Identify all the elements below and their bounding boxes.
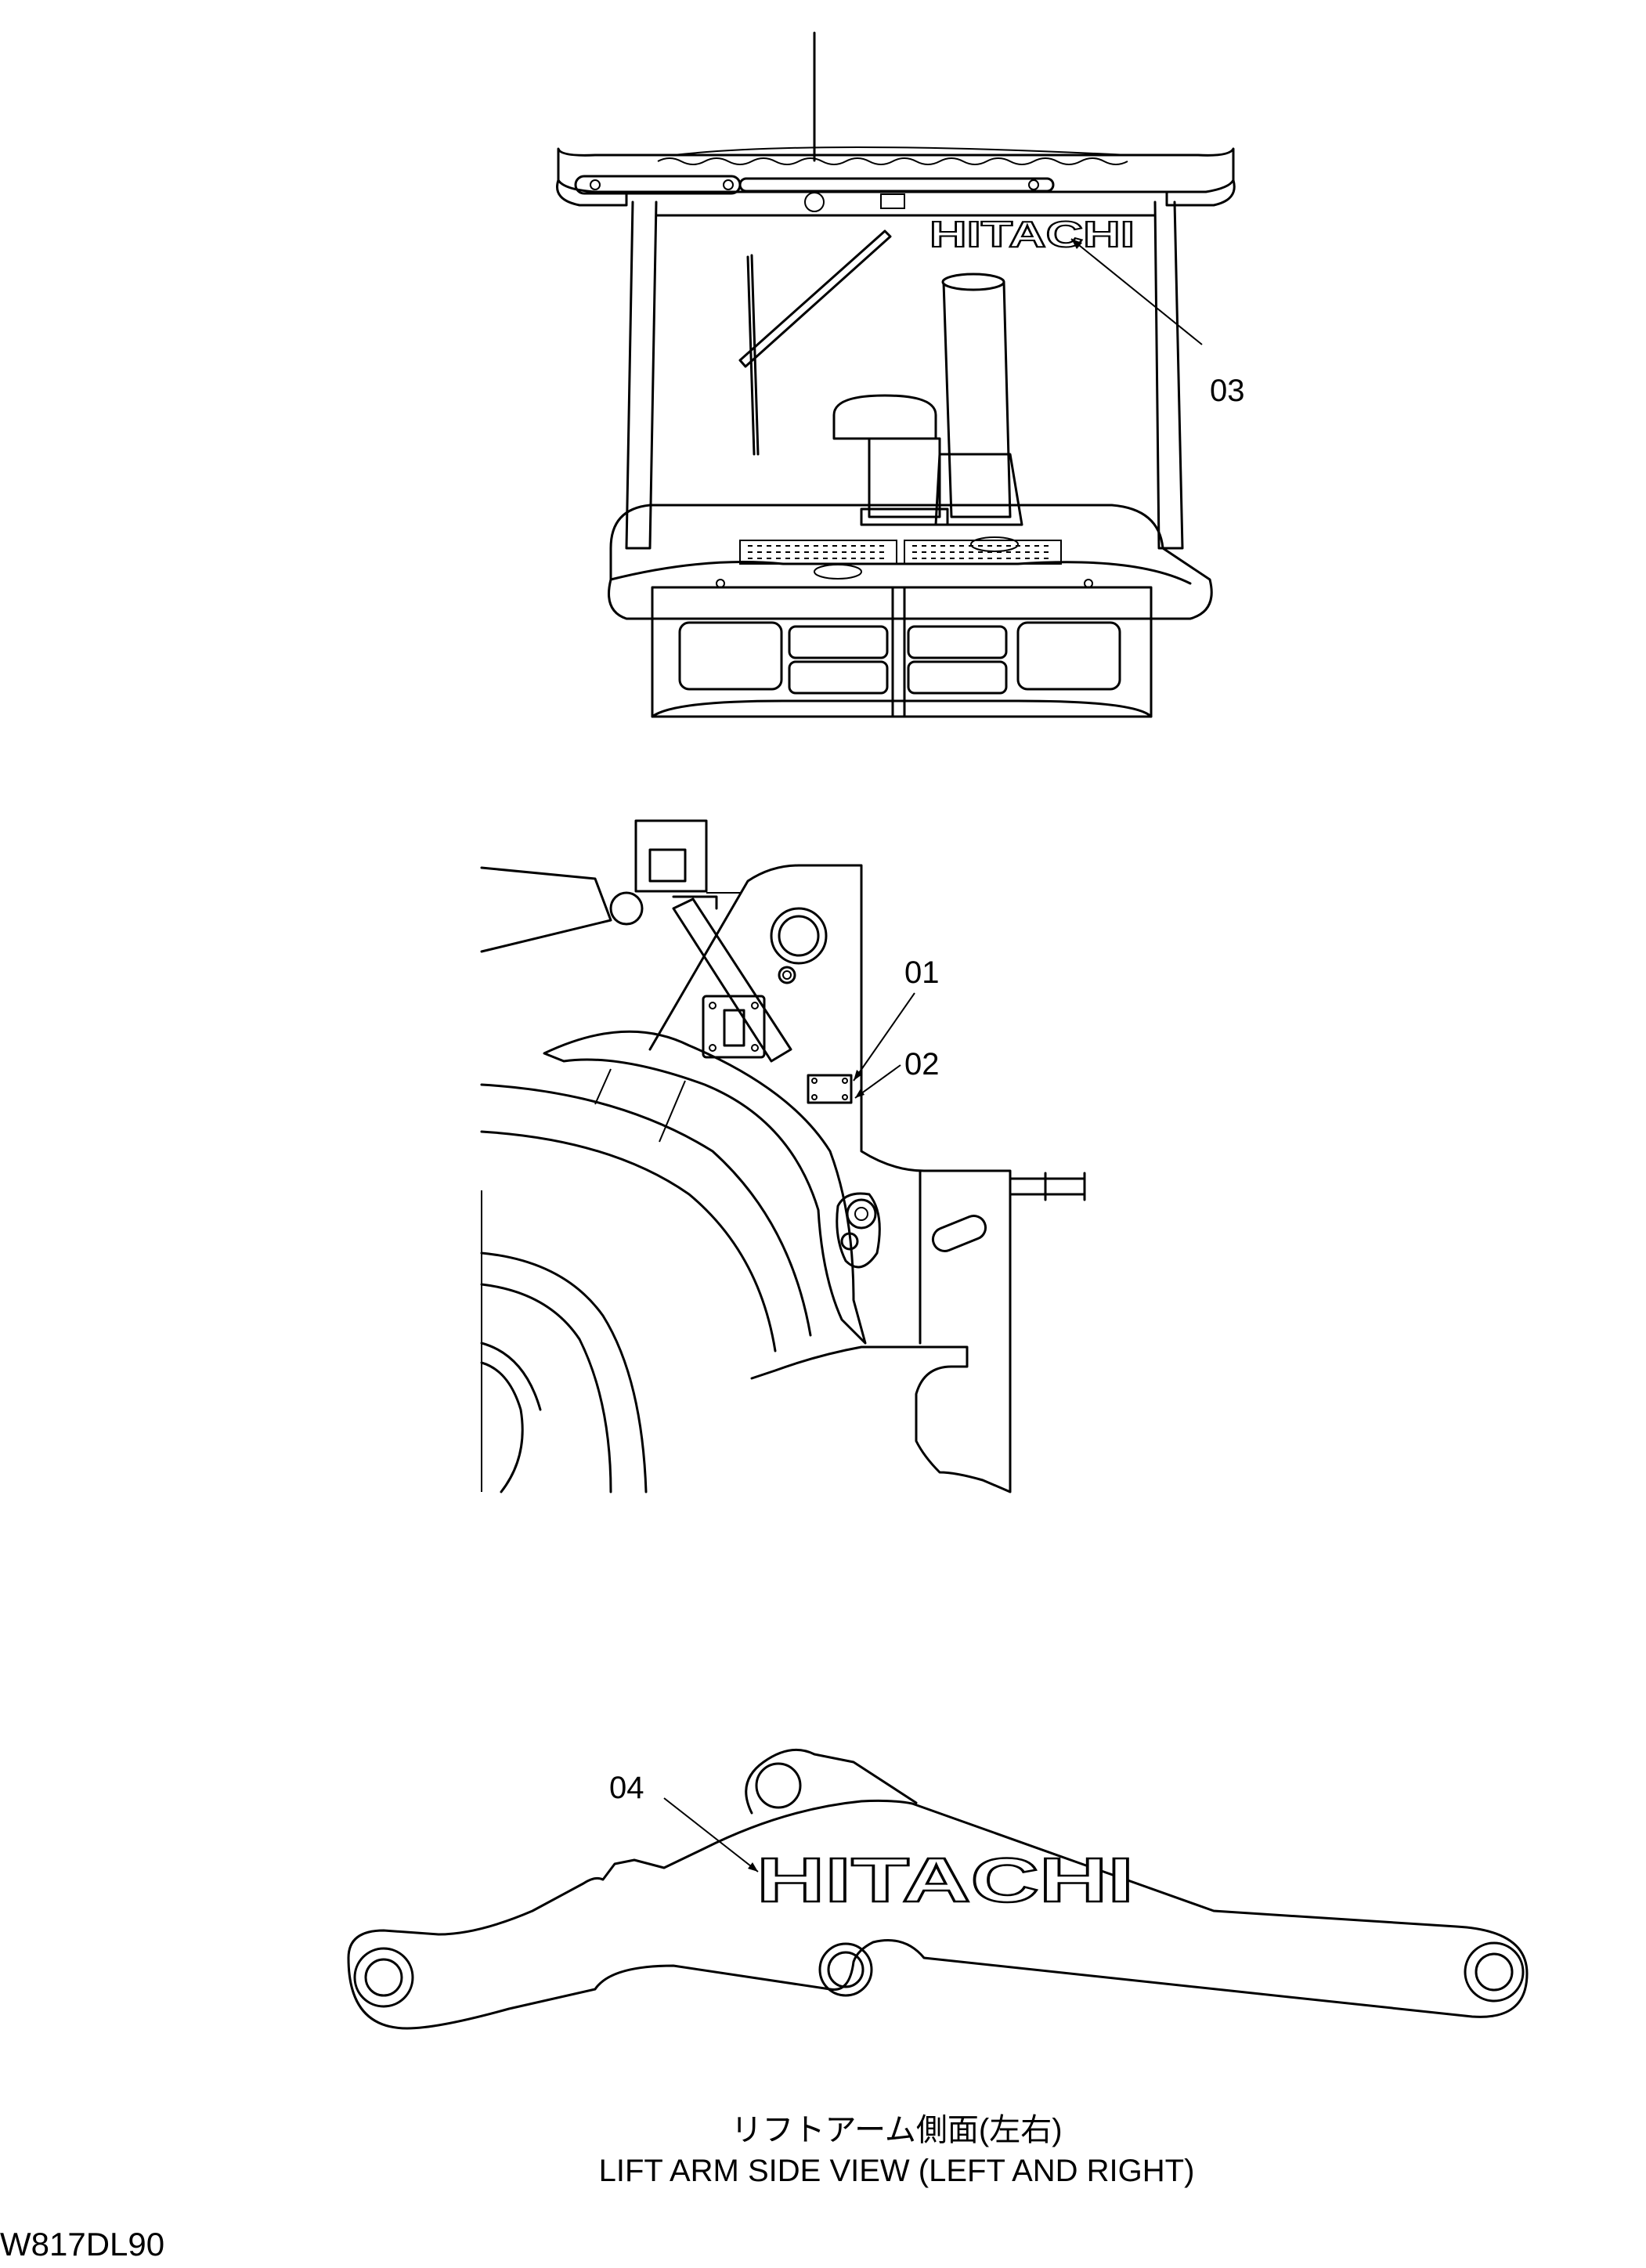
drawing-number: W817DL90 [0,2226,164,2263]
callout-01: 01 [904,955,940,990]
cab-hitachi-logo: HITACHI [929,214,1135,255]
hood-grille-left [739,540,897,565]
hood-grille-right [904,540,1062,565]
callout-04: 04 [609,1771,644,1805]
callout-03: 03 [1210,374,1245,408]
frame-side-view: 01 02 [480,819,1086,1493]
caption-japanese: リフトアーム側面(左右) [731,2113,1062,2147]
caption-english: LIFT ARM SIDE VIEW (LEFT AND RIGHT) [599,2154,1195,2188]
lift-arm-view: HITACHI 04 リフトアーム側面(左右) LIFT ARM SIDE VI… [347,1748,1529,2188]
callout-02: 02 [904,1047,940,1082]
cab-front-view: HITACHI [556,31,1245,718]
arm-hitachi-logo: HITACHI [756,1845,1134,1915]
decal-plate [807,1074,853,1104]
